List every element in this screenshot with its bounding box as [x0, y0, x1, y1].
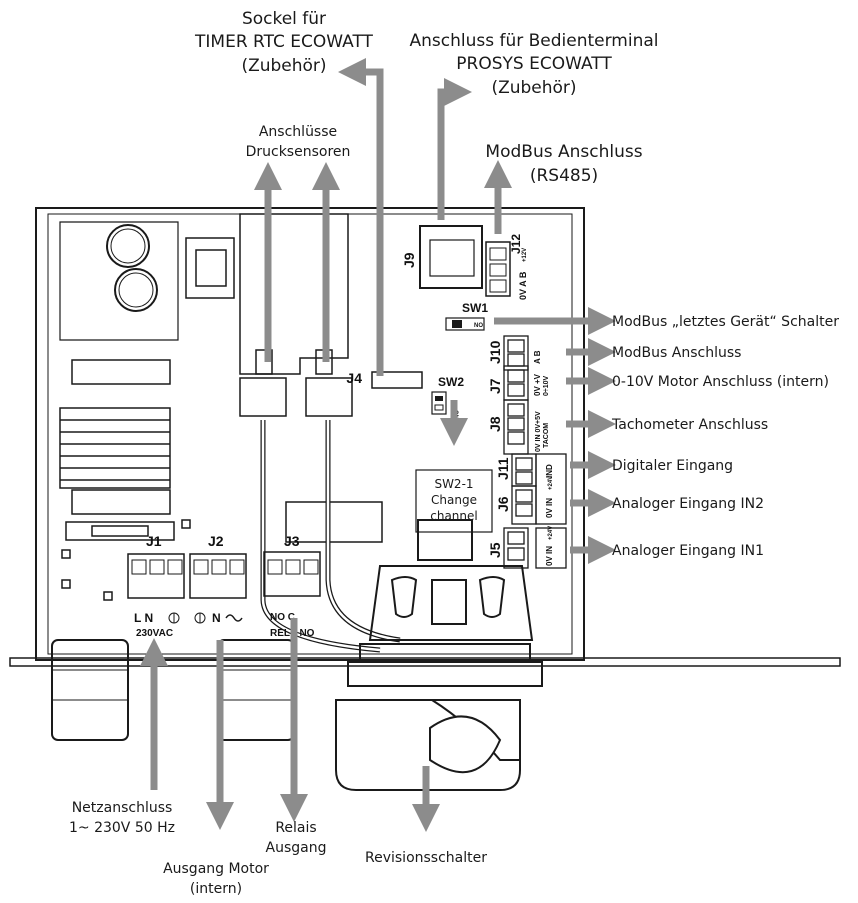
pressure-port-left [239, 377, 287, 417]
label-revision: Revisionsschalter [365, 850, 487, 866]
j1-pins: L N [134, 611, 153, 625]
capacitor-top [106, 224, 150, 268]
label-terminal-zubehoer: (Zubehör) [491, 78, 576, 98]
j2-label: J2 [208, 533, 224, 549]
j12-label: J12 [509, 234, 523, 254]
j7-pins: 0V +V [533, 373, 542, 396]
callout-labels: Sockel für TIMER RTC ECOWATT (Zubehör) A… [69, 9, 839, 897]
label-modbus-1: ModBus Anschluss [485, 142, 642, 162]
label-modbus-2: (RS485) [530, 166, 598, 186]
relay-block [71, 359, 171, 385]
gland-middle [217, 639, 295, 741]
j3-label: J3 [284, 533, 300, 549]
pressure-port-right [305, 377, 353, 417]
label-relais-2: Ausgang [266, 840, 327, 856]
j10-pins: A B [533, 350, 542, 364]
cable-glands [51, 639, 295, 741]
j7-range: 0÷10V [543, 375, 550, 396]
j5-label: J5 [487, 542, 503, 558]
sw1-no: NO [474, 323, 483, 329]
sw1-label: SW1 [462, 301, 488, 315]
label-sw1: ModBus „letztes Gerät“ Schalter [612, 314, 839, 330]
test-pad [181, 519, 191, 529]
j9-rj-socket: J9 [401, 225, 483, 289]
j6-label: J6 [495, 496, 511, 512]
label-j10: ModBus Anschluss [612, 345, 741, 361]
transformer-area [59, 221, 179, 341]
sw2-switch: SW2 ON [431, 375, 464, 419]
callout-arrows [140, 58, 616, 832]
j4-label: J4 [346, 370, 362, 386]
j8-pins: 0V IN 0V+5V [535, 411, 542, 452]
j11-label: J11 [495, 457, 511, 480]
right-terminal-labels: J10 J7 J8 J11 J6 J5 A B 0V +V 0÷10V 0V I… [487, 340, 554, 566]
sw2-box-line2: Change [431, 493, 477, 507]
j3-pins: NO C [270, 612, 295, 623]
label-sockel-title: Sockel für [242, 9, 326, 29]
j1-label: J1 [146, 533, 162, 549]
j11-pins: IND [545, 464, 554, 478]
housing-outer [35, 207, 585, 661]
revision-switch [335, 519, 543, 791]
label-motor-1: Ausgang Motor [163, 861, 269, 877]
j7-label: J7 [487, 378, 503, 394]
label-sockel-zubehoer: (Zubehör) [241, 56, 326, 76]
heatsink [285, 501, 383, 543]
arrow-terminal [437, 78, 472, 220]
j5-supply: +24V [548, 526, 554, 540]
j2-pins: N [212, 611, 221, 625]
j8-label: J8 [487, 416, 503, 432]
capacitor-bottom [114, 268, 158, 312]
sw2-info-box: SW2-1 Change channel [415, 469, 493, 533]
label-j5: Analoger Eingang IN1 [612, 543, 764, 559]
label-j7: 0-10V Motor Anschluss (intern) [612, 374, 829, 390]
label-relais-1: Relais [275, 820, 316, 836]
left-components [59, 359, 383, 601]
arrow-sockel [338, 58, 384, 376]
j6-pins: 0V IN [545, 498, 554, 518]
j4-connector: J4 [346, 370, 423, 389]
j12-pins: 0V A B [518, 271, 528, 300]
sw1-switch: SW1 NO [445, 301, 488, 331]
j12-supply: +12V [522, 248, 528, 262]
j10-label: J10 [487, 340, 503, 364]
label-drucksensoren-2: Drucksensoren [246, 144, 351, 160]
label-netz-2: 1~ 230V 50 Hz [69, 820, 175, 836]
pressure-sensor-block [185, 213, 401, 653]
gland-left [51, 639, 129, 741]
label-motor-2: (intern) [190, 881, 242, 897]
label-drucksensoren-1: Anschlüsse [259, 124, 337, 140]
right-terminals [503, 335, 567, 569]
j6-supply: +24V [548, 476, 554, 490]
sw2-box-line1: SW2-1 [434, 477, 473, 491]
j5-pins: 0V IN [545, 546, 554, 566]
label-j11: Digitaler Eingang [612, 458, 733, 474]
j9-label: J9 [401, 252, 417, 268]
j1-voltage: 230VAC [136, 628, 173, 639]
j8-tacom: TACOM [543, 423, 550, 448]
capacitors [106, 224, 158, 312]
label-sockel-timer: TIMER RTC ECOWATT [194, 32, 374, 52]
j12-terminal: J12 0V A B +12V [485, 234, 528, 300]
resistor-block [71, 489, 171, 515]
sw2-label: SW2 [438, 375, 464, 389]
choke-coil [59, 407, 171, 489]
label-j8: Tachometer Anschluss [611, 417, 768, 433]
label-j6: Analoger Eingang IN2 [612, 496, 764, 512]
label-netz-1: Netzanschluss [72, 800, 173, 816]
label-terminal-prosys: PROSYS ECOWATT [456, 54, 612, 74]
mounting-rail [9, 657, 841, 667]
fuse-holder [65, 521, 175, 541]
label-terminal-title: Anschluss für Bedienterminal [409, 31, 658, 51]
